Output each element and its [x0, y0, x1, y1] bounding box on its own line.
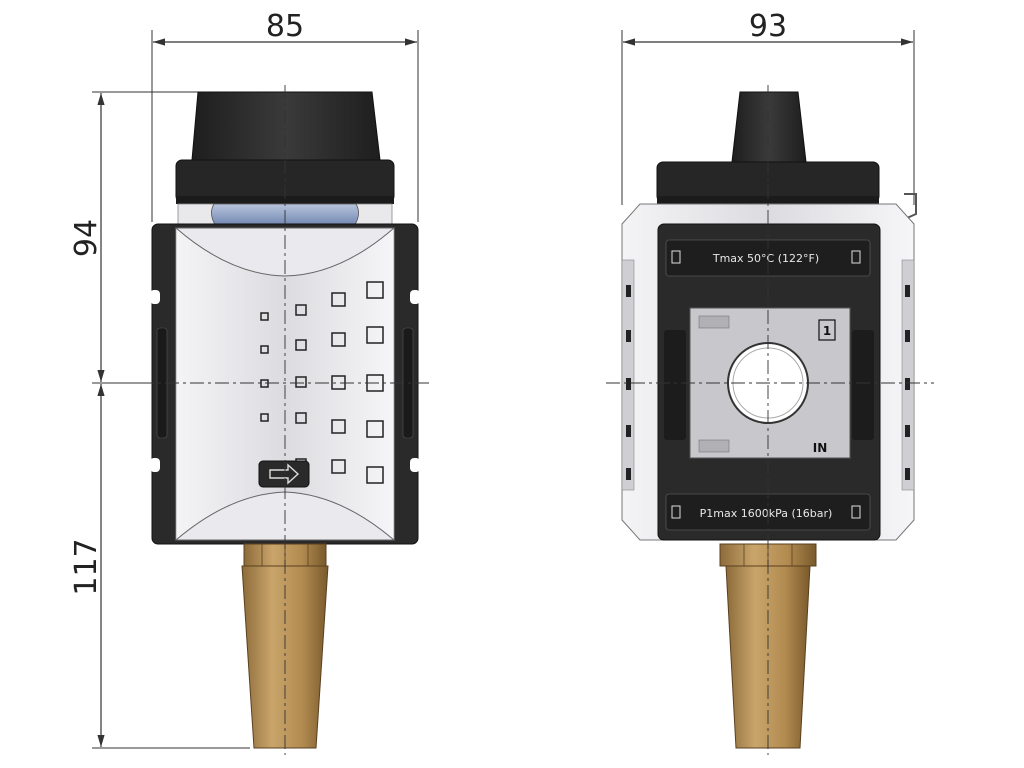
adjustment-knob — [175, 91, 395, 204]
port-number: 1 — [823, 324, 831, 338]
side-labels: Tmax 50°C (122°F) P1max 1600kPa (16bar) … — [671, 250, 861, 520]
upper-height-label: 94 — [69, 219, 104, 257]
brass-fitting — [241, 543, 329, 749]
front-width-label: 85 — [266, 9, 304, 44]
pressure-label: P1max 1600kPa (16bar) — [700, 507, 833, 520]
front-center-lines — [115, 85, 430, 755]
side-housing — [621, 203, 915, 541]
front-view: 85 94 117 — [69, 9, 430, 755]
height-dimensions: 94 117 — [69, 91, 250, 749]
arrow-right-icon — [258, 460, 310, 488]
port-in-label: IN — [813, 441, 828, 455]
side-knob — [656, 91, 880, 204]
side-center-lines — [606, 85, 934, 755]
side-width-dimension: 93 — [621, 9, 915, 205]
front-width-dimension: 85 — [151, 9, 419, 222]
side-width-label: 93 — [749, 9, 787, 44]
lower-height-label: 117 — [69, 538, 104, 595]
side-view: 93 — [606, 9, 934, 755]
temperature-label: Tmax 50°C (122°F) — [712, 252, 819, 265]
